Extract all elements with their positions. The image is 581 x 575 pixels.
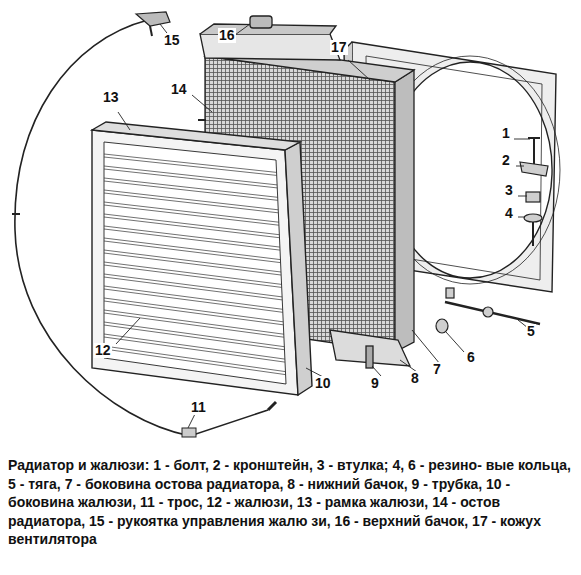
shutter-slat [104, 262, 282, 287]
fasteners [436, 138, 548, 333]
callout-number: 2 [501, 153, 511, 168]
shutter-slat [104, 346, 285, 375]
shutter-slat [104, 274, 282, 300]
shutter-slat [104, 178, 278, 200]
callout-number: 5 [526, 324, 536, 339]
callout-number: 3 [504, 183, 514, 198]
shutter-slat [104, 298, 283, 325]
callout-number: 1 [501, 126, 511, 141]
shutter-slat [104, 322, 284, 350]
leader-lines [116, 24, 530, 428]
callout-number: 4 [504, 206, 514, 221]
figure-caption: Радиатор и жалюзи: 1 - болт, 2 - кронште… [8, 456, 574, 549]
shutter-slat [104, 190, 278, 213]
bracket [520, 162, 548, 176]
bushing [526, 192, 540, 202]
callout-number: 9 [370, 376, 380, 391]
control-cable [12, 12, 276, 437]
shutter-slat [104, 334, 285, 362]
shutter-slat [104, 166, 277, 188]
callout-number: 10 [314, 376, 332, 391]
shutter-slat [104, 154, 277, 175]
callout-number: 12 [94, 343, 112, 358]
callout-number: 17 [330, 40, 348, 55]
shutter-slat [104, 310, 284, 337]
callout-number: 6 [466, 350, 476, 365]
shutter-slat [104, 250, 281, 275]
tie-rod [445, 302, 540, 324]
callout-number: 13 [102, 90, 120, 105]
shutter-slat [104, 226, 280, 250]
callout-number: 11 [190, 400, 207, 415]
shutter [92, 122, 312, 395]
control-handle [136, 12, 170, 26]
callout-number: 15 [163, 33, 181, 48]
rubber-ring [436, 319, 448, 333]
drain-pipe [366, 346, 373, 368]
shutter-slat [104, 202, 279, 225]
callout-number: 8 [410, 371, 420, 386]
rubber-ring [524, 214, 542, 222]
shutter-slat [104, 214, 279, 238]
callout-number: 7 [432, 362, 442, 377]
callout-number: 16 [218, 28, 236, 43]
shutter-slat [104, 286, 283, 312]
filler-neck [250, 16, 272, 28]
callout-number: 14 [170, 82, 188, 97]
shutter-slat [104, 238, 280, 263]
